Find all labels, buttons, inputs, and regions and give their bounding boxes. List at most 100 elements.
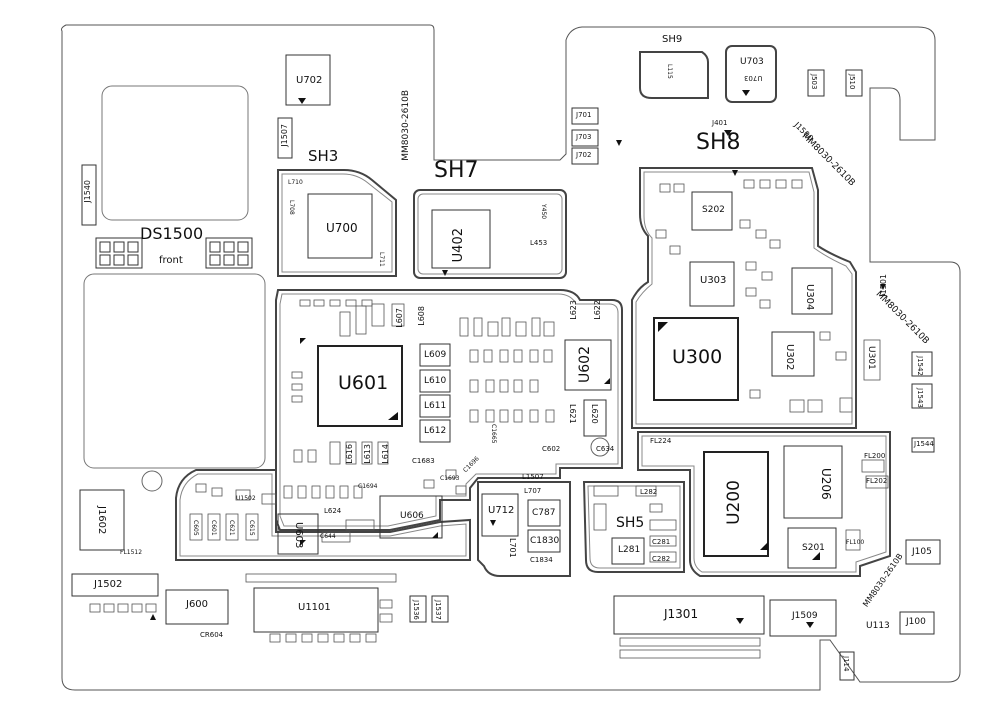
label-l701: L701 [508, 538, 517, 558]
chip-u300 [653, 317, 739, 401]
conn-j1502 [71, 573, 159, 597]
shield-sh8 [631, 167, 857, 429]
label-cr604: CR604 [200, 631, 224, 639]
label-j1502: J1502 [94, 579, 123, 590]
conn-j1301 [613, 595, 765, 635]
label-c615: C615 [248, 520, 255, 536]
label-sh8: SH8 [696, 130, 741, 155]
label-u303: U303 [700, 275, 727, 286]
label-j1540: J1540 [83, 180, 92, 203]
label-u1502: U1502 [236, 495, 256, 502]
label-j1507: J1507 [280, 124, 289, 147]
label-c621: C621 [228, 520, 235, 536]
label-l710: L710 [288, 179, 303, 186]
mount-hole-center [590, 437, 610, 457]
label-c634: C634 [596, 445, 615, 453]
chip-u700 [307, 193, 373, 259]
label-l616: L616 [345, 444, 354, 464]
label-l708: L708 [288, 200, 295, 215]
label-j1543: J1543 [916, 388, 924, 408]
label-s201: S201 [802, 543, 825, 553]
shield-sh9 [639, 51, 709, 99]
label-c282: C282 [652, 555, 671, 563]
shield-u200 [637, 431, 891, 577]
label-l608: L608 [417, 306, 426, 326]
label-fl200: FL200 [864, 452, 886, 460]
label-l611: L611 [424, 401, 447, 411]
label-j1542: J1542 [916, 356, 924, 376]
label-u606: U606 [400, 511, 424, 521]
chip-u712 [481, 493, 519, 537]
label-u304: U304 [804, 284, 815, 311]
display-block-bottom [83, 273, 266, 469]
label-j600: J600 [186, 599, 209, 610]
chip-u200 [703, 451, 769, 557]
label-j1509: J1509 [792, 611, 818, 621]
label-front: front [159, 255, 183, 266]
label-l622: L622 [593, 300, 602, 320]
label-j703: J703 [576, 133, 592, 141]
label-c605: C605 [192, 520, 199, 536]
label-u300: U300 [672, 346, 723, 368]
label-fl202: FL202 [866, 477, 888, 485]
label-j1537: J1537 [434, 600, 442, 620]
label-u703: U703 [740, 57, 764, 67]
label-c644: C644 [320, 533, 336, 540]
conn-j105 [905, 539, 941, 565]
shield-u712 [477, 481, 571, 577]
chip-s202 [691, 191, 733, 231]
label-l282: L282 [640, 488, 658, 496]
label-u301: U301 [866, 346, 876, 370]
label-j1536: J1536 [412, 600, 420, 620]
label-j503: J503 [810, 74, 818, 90]
label-c1694: C1694 [358, 483, 378, 490]
label-sh5: SH5 [616, 515, 645, 531]
label-sh3: SH3 [308, 147, 339, 165]
label-c1665: C1665 [490, 424, 497, 444]
label-l115: L115 [666, 64, 673, 79]
chip-u304 [791, 267, 833, 315]
u703-can [725, 45, 777, 103]
chip-u606 [379, 495, 443, 539]
chip-u206 [783, 445, 843, 519]
conn-j600 [165, 589, 229, 625]
label-j1602: J1602 [96, 506, 107, 535]
label-s202: S202 [702, 205, 725, 215]
label-l607: L607 [395, 308, 404, 328]
chip-s201 [787, 527, 837, 569]
label-l614: L614 [381, 444, 390, 464]
label-l621: L621 [568, 404, 577, 424]
label-u602: U602 [577, 346, 593, 383]
mark-u703-mirror: U703 [744, 74, 763, 82]
conn-j1509 [769, 599, 837, 637]
label-u601: U601 [338, 372, 389, 394]
label-j105: J105 [912, 547, 932, 557]
label-c602: C602 [542, 445, 561, 453]
label-l612: L612 [424, 426, 447, 436]
label-u402: U402 [451, 228, 466, 263]
component-pads [189, 179, 889, 563]
conn-u1101 [253, 587, 379, 633]
label-fl224: FL224 [650, 437, 672, 445]
label-j702: J702 [576, 151, 592, 159]
shield-sh7 [413, 189, 567, 279]
label-u113: U113 [866, 621, 890, 631]
label-l624: L624 [324, 507, 342, 515]
label-fl100: FL100 [846, 539, 865, 546]
label-l711: L711 [378, 252, 385, 267]
label-l281: L281 [618, 545, 641, 555]
label-l609: L609 [424, 350, 447, 360]
mount-hole-left [141, 470, 163, 492]
conn-j1602 [79, 489, 125, 551]
label-c281: C281 [652, 538, 671, 546]
label-u603: U603 [293, 522, 304, 549]
label-y450: Y450 [540, 204, 547, 220]
chip-u702 [285, 54, 331, 106]
label-c601: C601 [210, 520, 217, 536]
label-c1683: C1683 [412, 457, 435, 465]
label-j510: J510 [848, 74, 856, 90]
label-l623: L623 [569, 300, 578, 320]
chip-u602 [564, 339, 612, 391]
